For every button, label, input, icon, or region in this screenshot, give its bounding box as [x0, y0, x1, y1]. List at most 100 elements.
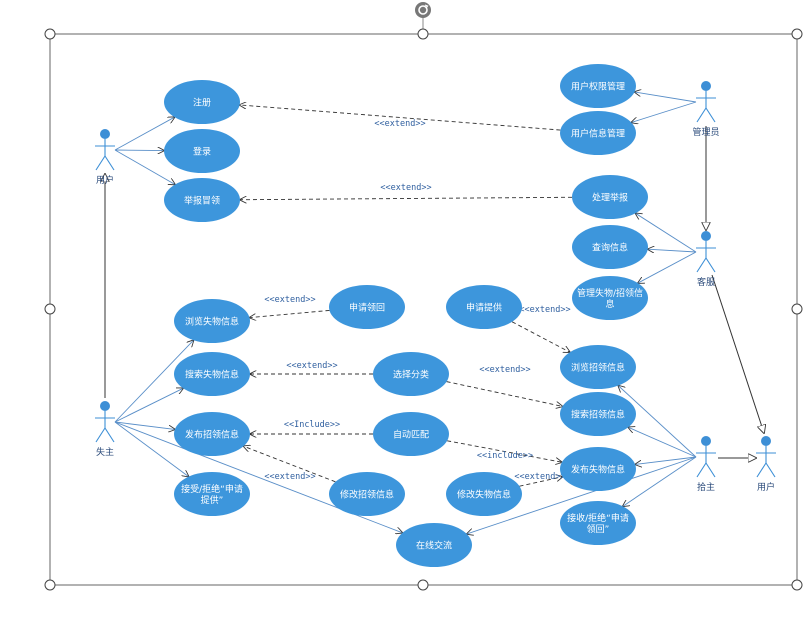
relation-line-r3[interactable]	[250, 309, 330, 317]
usecase-ellipse[interactable]	[446, 285, 522, 329]
association-user_top-login[interactable]	[114, 150, 164, 151]
actor-leg-right	[104, 427, 115, 443]
usecase-ellipse[interactable]	[572, 175, 648, 219]
resize-handle-top-middle[interactable]	[417, 28, 429, 40]
actor-loser[interactable]: 失主	[95, 401, 115, 458]
association-finder-chat[interactable]	[467, 456, 697, 534]
usecase-pub_found[interactable]: 发布招领信息	[174, 412, 250, 456]
usecase-edit_lost[interactable]: 修改失物信息	[446, 472, 522, 516]
association-finder-browse_found[interactable]	[618, 386, 697, 458]
resize-handle-middle-right[interactable]	[791, 303, 803, 315]
usecase-login[interactable]: 登录	[164, 129, 240, 173]
usecase-label: 管理失物/招领信	[577, 287, 643, 299]
association-finder-search_found[interactable]	[628, 427, 697, 458]
usecase-accept_provide[interactable]: 接受/拒绝“申请提供”	[174, 472, 250, 516]
usecase-ellipse[interactable]	[329, 285, 405, 329]
usecase-claim_req[interactable]: 申请领回	[329, 285, 405, 329]
relation-line-r4[interactable]	[511, 321, 570, 352]
resize-handle-middle-left[interactable]	[44, 303, 56, 315]
relation-line-r9[interactable]	[447, 440, 562, 462]
usecase-manage[interactable]: 管理失物/招领信息	[572, 276, 648, 320]
usecase-auto_match[interactable]: 自动匹配	[373, 412, 449, 456]
association-user_top-report[interactable]	[114, 149, 175, 185]
association-loser-search_lost[interactable]	[114, 388, 183, 423]
usecase-ellipse[interactable]	[373, 412, 449, 456]
usecase-accept_claim[interactable]: 接收/拒绝“申请领回”	[560, 501, 636, 545]
usecase-ellipse[interactable]	[572, 276, 648, 320]
relation-line-r10[interactable]	[519, 477, 563, 487]
usecase-report[interactable]: 举报冒领	[164, 178, 240, 222]
resize-handle-bottom-left[interactable]	[44, 579, 56, 591]
resize-handle-bottom-right[interactable]	[791, 579, 803, 591]
association-loser-accept_provide[interactable]	[114, 421, 189, 477]
usecase-ellipse[interactable]	[560, 447, 636, 491]
actor-finder[interactable]: 拾主	[696, 436, 716, 493]
association-finder-pub_lost[interactable]	[635, 456, 697, 464]
usecase-search_lost[interactable]: 搜索失物信息	[174, 352, 250, 396]
association-loser-pub_found[interactable]	[114, 421, 175, 429]
association-admin-userinfo[interactable]	[631, 101, 697, 122]
usecase-provide_req[interactable]: 申请提供	[446, 285, 522, 329]
association-admin-perm[interactable]	[635, 92, 697, 103]
relation-line-r1[interactable]	[240, 105, 561, 131]
association-user_top-register[interactable]	[114, 117, 174, 151]
usecase-perm[interactable]: 用户权限管理	[560, 64, 636, 108]
relation-line-r8[interactable]	[244, 446, 336, 483]
usecase-ellipse[interactable]	[174, 472, 250, 516]
usecase-ellipse[interactable]	[572, 225, 648, 269]
actor-admin[interactable]: 管理员	[692, 81, 720, 138]
usecase-query[interactable]: 查询信息	[572, 225, 648, 269]
actor-user_top[interactable]: 用户	[95, 129, 115, 186]
usecase-ellipse[interactable]	[560, 392, 636, 436]
usecase-browse_lost[interactable]: 浏览失物信息	[174, 299, 250, 343]
usecase-ellipse[interactable]	[174, 299, 250, 343]
association-finder-accept_claim[interactable]	[623, 456, 697, 506]
actor-service[interactable]: 客服	[696, 231, 716, 288]
usecase-label: 修改失物信息	[457, 489, 511, 501]
actor-leg-left	[696, 107, 707, 123]
usecase-search_found[interactable]: 搜索招领信息	[560, 392, 636, 436]
actor-user_right[interactable]: 用户	[756, 436, 776, 493]
usecase-ellipse[interactable]	[560, 501, 636, 545]
relation-line-r2[interactable]	[240, 197, 573, 199]
relation-line-r6[interactable]	[446, 381, 563, 407]
usecase-choose_cat[interactable]: 选择分类	[373, 352, 449, 396]
usecase-ellipse[interactable]	[174, 352, 250, 396]
usecase-ellipse[interactable]	[560, 345, 636, 389]
resize-handle-bottom-middle[interactable]	[417, 579, 429, 591]
association-service-query[interactable]	[648, 249, 697, 252]
usecase-ellipse[interactable]	[560, 64, 636, 108]
rotate-handle[interactable]	[415, 2, 431, 18]
usecase-userinfo[interactable]: 用户信息管理	[560, 111, 636, 155]
actor-label: 管理员	[692, 126, 719, 138]
usecase-label: 接收/拒绝“申请	[567, 512, 629, 524]
usecase-ellipse[interactable]	[560, 111, 636, 155]
usecase-ellipse[interactable]	[446, 472, 522, 516]
usecase-register[interactable]: 注册	[164, 80, 240, 124]
usecase-ellipse[interactable]	[329, 472, 405, 516]
association-service-manage[interactable]	[638, 251, 697, 283]
usecase-ellipse[interactable]	[164, 129, 240, 173]
association-loser-browse_lost[interactable]	[114, 340, 194, 423]
usecase-handle[interactable]: 处理举报	[572, 175, 648, 219]
usecase-ellipse[interactable]	[174, 412, 250, 456]
usecase-pub_lost[interactable]: 发布失物信息	[560, 447, 636, 491]
resize-handle-top-right[interactable]	[791, 28, 803, 40]
usecase-chat[interactable]: 在线交流	[396, 523, 472, 567]
association-service-handle[interactable]	[636, 213, 697, 253]
usecase-browse_found[interactable]: 浏览招领信息	[560, 345, 636, 389]
usecase-ellipse[interactable]	[373, 352, 449, 396]
usecase-label: 发布失物信息	[571, 464, 625, 476]
usecase-ellipse[interactable]	[164, 178, 240, 222]
usecase-label: 查询信息	[592, 242, 628, 254]
usecase-ellipse[interactable]	[164, 80, 240, 124]
actor-label: 拾主	[697, 481, 715, 493]
link-service-user[interactable]	[711, 274, 764, 433]
usecase-ellipse[interactable]	[396, 523, 472, 567]
selection-frame[interactable]	[49, 14, 798, 586]
actor-head-icon	[701, 81, 711, 91]
relation-label: <<extend>>	[479, 365, 530, 375]
resize-handle-top-left[interactable]	[44, 28, 56, 40]
usecase-edit_found[interactable]: 修改招领信息	[329, 472, 405, 516]
